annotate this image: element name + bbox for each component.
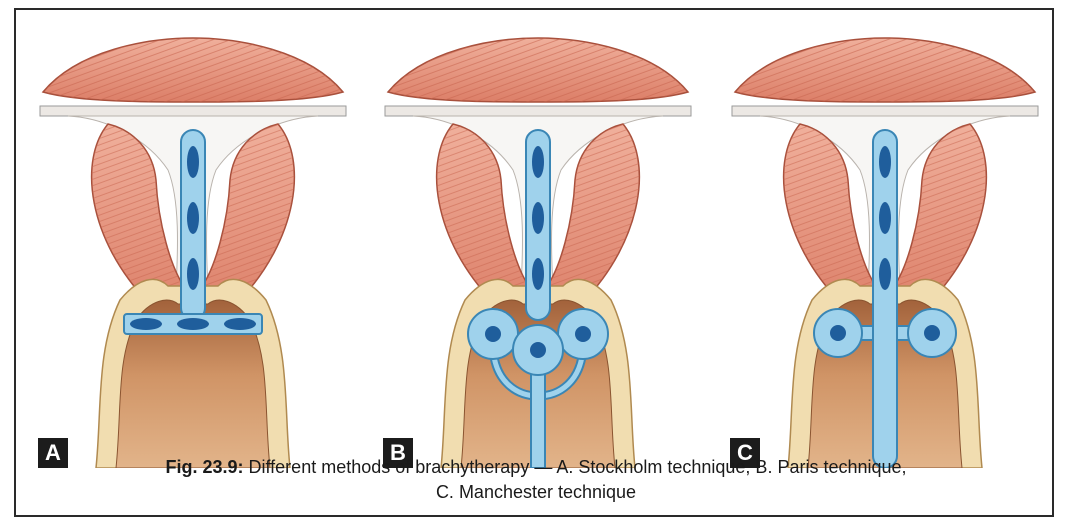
panel-c-manchester: C (730, 30, 1040, 468)
caption-text-1: Different methods of brachytherapy — A. … (244, 457, 907, 477)
figure-frame: A (14, 8, 1054, 517)
figure-caption: Fig. 23.9: Different methods of brachyth… (16, 455, 1056, 505)
panel-a-stockholm: A (38, 30, 348, 468)
caption-line-1: Fig. 23.9: Different methods of brachyth… (16, 455, 1056, 480)
panel-b-paris: B (383, 30, 693, 468)
caption-line-2: C. Manchester technique (16, 480, 1056, 505)
figure-ref: Fig. 23.9: (165, 457, 243, 477)
